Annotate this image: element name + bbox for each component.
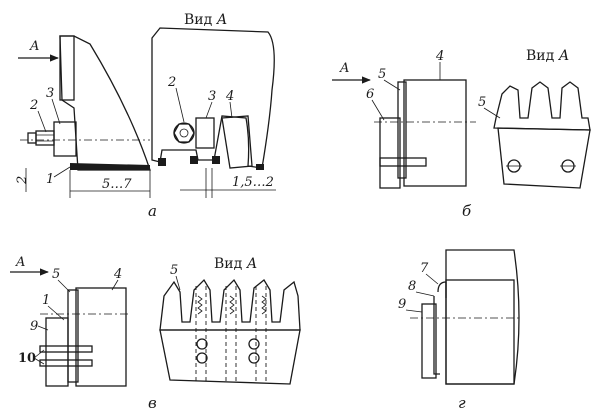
panel-a: A 2 3 1 2 5…7 Вид А (15, 12, 276, 220)
view-a-outline (151, 27, 275, 170)
label-1-v: 1 (42, 293, 50, 308)
view-title-v: Вид А (214, 256, 257, 272)
section-g (410, 249, 520, 385)
dim-gap: 5…7 (102, 177, 132, 192)
label-5-v: 5 (52, 267, 60, 282)
label-8-g: 8 (408, 279, 416, 294)
arrow-label-b: A (339, 61, 349, 76)
label-2-view: 2 (167, 75, 176, 90)
caption-a: а (148, 202, 157, 220)
section-mark: 2 (15, 176, 30, 185)
section-b (374, 79, 476, 189)
label-10-v: 10 (18, 351, 36, 366)
section-v (39, 287, 128, 387)
panel-v: A 5 4 1 9 10 Вид А (10, 255, 301, 412)
view-title-a: Вид А (184, 12, 227, 28)
arrow-label: A (29, 39, 39, 54)
dim-side: 1,5…2 (232, 175, 274, 190)
panel-b: A 5 6 4 Вид А 5 б (332, 48, 591, 220)
label-7-g: 7 (420, 261, 429, 276)
label-6-b: 6 (366, 87, 374, 102)
caption-g: г (458, 394, 466, 412)
label-3-view: 3 (208, 89, 216, 104)
view-b-comb (493, 81, 591, 189)
view-arrow-b: A (332, 61, 371, 84)
label-5-view-v: 5 (170, 263, 178, 278)
label-4-view: 4 (225, 89, 234, 104)
view-title-b: Вид А (526, 48, 569, 64)
caption-v: в (148, 394, 157, 412)
label-4-b: 4 (435, 49, 444, 64)
label-9-v: 9 (30, 319, 38, 334)
arrow-label-v: A (15, 255, 25, 270)
label-5-b: 5 (378, 67, 386, 82)
label-9-g: 9 (398, 297, 406, 312)
caption-b: б (462, 202, 472, 220)
label-3-left: 3 (46, 86, 54, 101)
label-2-left: 2 (29, 98, 38, 113)
panel-g: 7 8 9 г (398, 249, 520, 412)
label-1-left: 1 (46, 172, 54, 187)
view-arrow-v: A (10, 255, 49, 276)
label-4-v: 4 (113, 267, 122, 282)
tooth-section (20, 35, 151, 171)
label-5-view-b: 5 (478, 95, 486, 110)
view-arrow-a: A (18, 39, 59, 62)
view-v-comb (159, 278, 301, 385)
